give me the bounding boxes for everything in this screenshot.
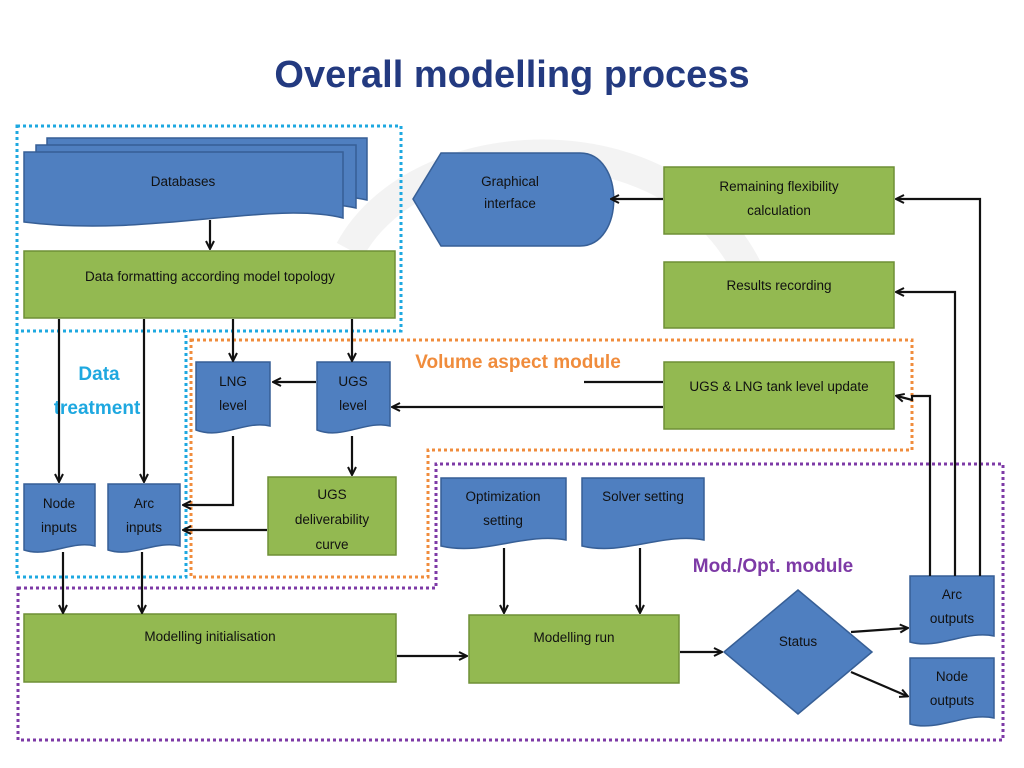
data-formatting-box: Data formatting according model topology [23, 250, 396, 319]
data-treatment-label-line2: treatment [54, 398, 141, 419]
graphical-interface-line2: interface [484, 196, 536, 211]
modelling-run-label: Modelling run [533, 630, 614, 645]
arrow-lng-to-arc-inputs [184, 436, 235, 505]
arrow-status-to-arc-outputs [850, 628, 907, 632]
ugs-deliverability-line3: curve [315, 537, 348, 552]
lng-level-line2: level [219, 398, 247, 413]
solver-setting-label: Solver setting [602, 489, 684, 504]
ugs-lng-update-label: UGS & LNG tank level update [689, 379, 868, 394]
data-formatting-label: Data formatting according model topology [85, 269, 335, 284]
ugs-level-shape: UGS level [316, 361, 391, 434]
ugs-lng-update-box: UGS & LNG tank level update [663, 361, 895, 430]
arrow-status-to-node-outputs [850, 670, 907, 696]
arrow-arc-outputs-to-results [897, 292, 957, 576]
arc-inputs-line1: Arc [134, 496, 155, 511]
databases-label: Databases [151, 174, 216, 189]
optimization-setting-line2: setting [483, 513, 523, 528]
slide-title: Overall modelling process [274, 54, 750, 96]
arrow-arc-outputs-to-update [897, 396, 932, 576]
databases-shape: Databases [23, 137, 368, 227]
remaining-flexibility-line2: calculation [747, 203, 811, 218]
data-treatment-border-top [15, 124, 403, 333]
arc-outputs-line1: Arc [942, 587, 963, 602]
data-treatment-label-line1: Data [78, 364, 120, 385]
node-inputs-line2: inputs [41, 520, 77, 535]
mod-opt-border [16, 462, 1005, 742]
optimization-setting-shape: Optimization setting [440, 477, 567, 550]
solver-setting-shape: Solver setting [581, 477, 705, 550]
ugs-deliverability-line1: UGS [317, 487, 346, 502]
ugs-deliverability-line2: deliverability [295, 512, 370, 527]
volume-aspect-label: Volume aspect module [415, 352, 621, 373]
node-outputs-shape: Node outputs [909, 657, 995, 727]
arc-outputs-line2: outputs [930, 611, 975, 626]
arc-inputs-line2: inputs [126, 520, 162, 535]
lng-level-line1: LNG [219, 374, 247, 389]
status-label: Status [779, 634, 818, 649]
ugs-level-line2: level [339, 398, 367, 413]
optimization-setting-line1: Optimization [465, 489, 540, 504]
node-outputs-line1: Node [936, 669, 968, 684]
modelling-run-box: Modelling run [468, 614, 680, 684]
arrow-arc-outputs-to-flexibility [897, 199, 982, 576]
node-inputs-shape: Node inputs [23, 483, 96, 553]
modelling-initialisation-box: Modelling initialisation [23, 613, 397, 683]
node-inputs-line1: Node [43, 496, 75, 511]
ugs-deliverability-box: UGS deliverability curve [267, 476, 397, 556]
lng-level-shape: LNG level [195, 361, 271, 434]
arc-inputs-shape: Arc inputs [107, 483, 181, 553]
graphical-interface-shape: Graphical interface [412, 152, 615, 247]
arc-outputs-shape: Arc outputs [909, 575, 995, 645]
node-outputs-line2: outputs [930, 693, 975, 708]
status-diamond: Status [722, 589, 874, 715]
volume-aspect-border [189, 338, 914, 579]
ugs-level-line1: UGS [338, 374, 367, 389]
mod-opt-label: Mod./Opt. module [693, 556, 853, 577]
connectors [59, 199, 982, 696]
results-recording-box: Results recording [663, 261, 895, 329]
graphical-interface-line1: Graphical [481, 174, 539, 189]
modelling-initialisation-label: Modelling initialisation [144, 629, 275, 644]
results-recording-label: Results recording [726, 278, 831, 293]
data-treatment-border-bottom [15, 331, 188, 579]
remaining-flexibility-box: Remaining flexibility calculation [663, 166, 895, 235]
remaining-flexibility-line1: Remaining flexibility [719, 179, 839, 194]
